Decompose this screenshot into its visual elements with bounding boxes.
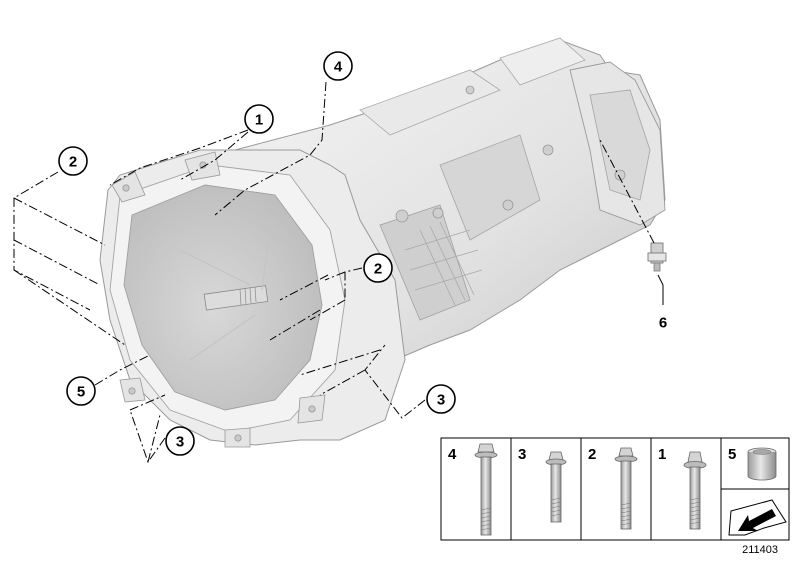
- bolt-medium-torx: [683, 451, 707, 530]
- bolt-medium: [614, 447, 638, 530]
- legend-cell-1: 1: [658, 446, 707, 530]
- parts-legend: 4 3: [440, 437, 790, 541]
- diagram-id-label: 211403: [742, 544, 778, 556]
- svg-text:2: 2: [588, 446, 596, 463]
- svg-text:2: 2: [374, 261, 382, 278]
- legend-cell-5: 5: [728, 446, 777, 481]
- svg-text:1: 1: [255, 112, 263, 129]
- svg-text:6: 6: [659, 315, 667, 332]
- bolt-long: [474, 443, 498, 536]
- svg-text:3: 3: [437, 392, 445, 409]
- dowel-sleeve: [747, 447, 777, 481]
- leader-lines: [13, 81, 664, 464]
- callout-5: 5: [66, 376, 96, 406]
- callout-2-left: 2: [58, 146, 88, 176]
- legend-cell-4: 4: [448, 443, 498, 536]
- callout-3-bottom: 3: [165, 426, 195, 456]
- transmission-housing: [99, 37, 667, 448]
- legend-cell-2: 2: [588, 446, 638, 530]
- sensor-part: [647, 242, 667, 272]
- callout-2-right: 2: [363, 253, 393, 283]
- bolt-short: [545, 451, 567, 523]
- callout-6-label: 6: [649, 309, 677, 337]
- svg-text:5: 5: [77, 384, 85, 401]
- callout-4: 4: [323, 51, 353, 81]
- svg-text:4: 4: [334, 59, 343, 76]
- callout-3-right: 3: [426, 384, 456, 414]
- svg-text:1: 1: [658, 446, 666, 463]
- svg-text:5: 5: [728, 446, 736, 463]
- svg-text:4: 4: [448, 446, 457, 463]
- svg-text:3: 3: [518, 446, 526, 463]
- callout-1: 1: [244, 104, 274, 134]
- svg-text:3: 3: [176, 434, 184, 451]
- legend-cell-3: 3: [518, 446, 567, 523]
- svg-text:2: 2: [69, 154, 77, 171]
- arrow-icon: [728, 499, 787, 536]
